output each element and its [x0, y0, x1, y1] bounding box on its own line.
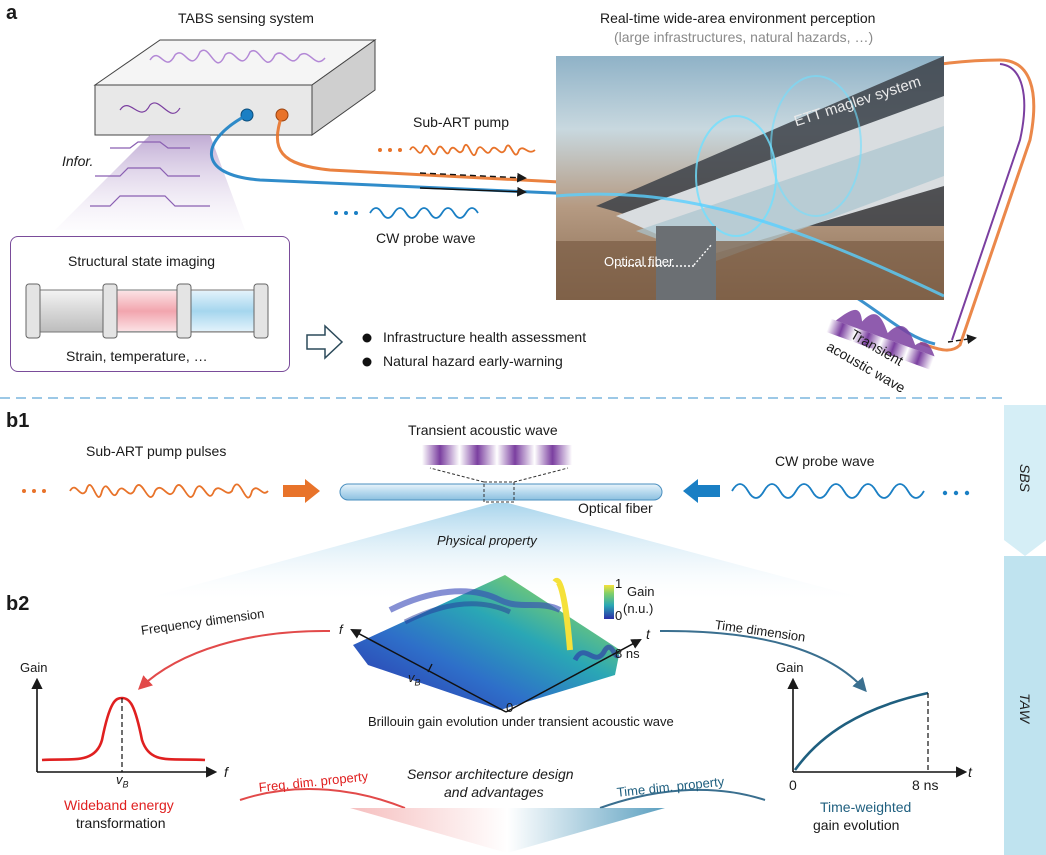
- surface-axis-t: [505, 639, 642, 713]
- right-plot-xtick-0: 0: [789, 777, 797, 793]
- bullet-text-2: Natural hazard early-warning: [383, 353, 563, 369]
- bullet-1: [362, 333, 372, 343]
- freq-property-arc: [239, 788, 406, 809]
- right-caption-2: gain evolution: [813, 817, 900, 833]
- transient-wave-a: [826, 310, 935, 370]
- pump-label: Sub-ART pump: [413, 114, 509, 130]
- probe-label: CW probe wave: [376, 230, 476, 246]
- b1-probe-arrow: [683, 479, 720, 503]
- sbs-chevron: [1004, 405, 1046, 556]
- left-caption-2: transformation: [76, 815, 166, 831]
- perception-subtitle: (large infrastructures, natural hazards,…: [614, 29, 874, 45]
- sidebar-sbs-label: SBS: [1017, 463, 1033, 492]
- perception-title: Real-time wide-area environment percepti…: [600, 10, 876, 26]
- b1-probe-dots: [942, 490, 970, 496]
- maglev-photo: [556, 56, 944, 300]
- right-plot-xlabel: t: [968, 764, 972, 780]
- b1-transient-wave: [422, 445, 572, 465]
- left-plot-ylabel: Gain: [20, 660, 48, 675]
- colorbar: [604, 585, 614, 619]
- taw-band: [1004, 556, 1046, 855]
- freq-dimension-arrow: [137, 629, 331, 690]
- b1-transient-label: Transient acoustic wave: [408, 422, 558, 438]
- colorbar-max: 1: [615, 576, 623, 591]
- surface-axis-f-label: f: [339, 622, 343, 637]
- infor-label: Infor.: [62, 153, 94, 169]
- right-plot-ylabel: Gain: [776, 660, 804, 675]
- bullet-text-1: Infrastructure health assessment: [383, 329, 587, 345]
- pump-wave-icon: [378, 143, 536, 157]
- left-plot-xlabel: f: [224, 764, 228, 780]
- fiber-label-a: Optical fiber: [604, 254, 674, 269]
- colorbar-label-2: (n.u.): [623, 601, 654, 616]
- b1-pump-dots: [22, 489, 46, 493]
- left-caption-1: Wideband energy: [64, 797, 174, 813]
- surface-nu-b: vB: [408, 670, 421, 688]
- infor-traces: [90, 141, 210, 207]
- b1-pump-label: Sub-ART pump pulses: [86, 443, 227, 459]
- probe-wave-icon: [334, 207, 479, 219]
- right-gain-plot: [787, 677, 968, 778]
- colorbar-min: 0: [615, 608, 623, 623]
- b1-fiber: [339, 483, 663, 501]
- b1-pump-pulses: [69, 483, 269, 499]
- sidebar-taw-label: TAW: [1017, 693, 1033, 723]
- left-gain-plot: [31, 677, 218, 778]
- surface-tick-8ns: 8 ns: [615, 646, 640, 661]
- gain-surface: [353, 575, 621, 710]
- panel-label-b1: b1: [6, 410, 30, 432]
- hollow-arrow-icon: [306, 324, 344, 360]
- right-plot-xtick-8: 8 ns: [912, 777, 939, 793]
- architecture-label-2: and advantages: [444, 784, 544, 800]
- imaging-title: Structural state imaging: [68, 253, 216, 269]
- right-caption-1: Time-weighted: [820, 799, 912, 815]
- b1-fiber-label: Optical fiber: [578, 500, 653, 516]
- left-plot-xtick: vB: [116, 772, 129, 790]
- time-property-arc: [599, 788, 766, 809]
- tabs-title: TABS sensing system: [178, 10, 314, 26]
- b1-probe-label: CW probe wave: [775, 453, 875, 469]
- panel-label-a: a: [6, 2, 18, 24]
- panel-label-b2: b2: [6, 593, 30, 615]
- pump-fiber: [275, 114, 561, 184]
- colorbar-label-1: Gain: [627, 584, 655, 599]
- bullet-2: [362, 357, 372, 367]
- b1-pump-arrow: [283, 479, 320, 503]
- imaging-caption: Strain, temperature, …: [66, 348, 208, 364]
- physical-property-cone: [140, 503, 870, 600]
- surface-tick-0: 0: [506, 700, 514, 715]
- b1-probe-wave: [731, 483, 925, 499]
- architecture-label-1: Sensor architecture design: [407, 766, 574, 782]
- architecture-arrow: [350, 808, 665, 853]
- surface-caption: Brillouin gain evolution under transient…: [368, 714, 674, 729]
- time-dimension-arrow: [659, 629, 867, 693]
- tabs-device: [93, 39, 377, 136]
- probe-fiber: [210, 113, 601, 197]
- physical-property-label: Physical property: [437, 533, 537, 548]
- surface-axis-t-label: t: [646, 626, 650, 642]
